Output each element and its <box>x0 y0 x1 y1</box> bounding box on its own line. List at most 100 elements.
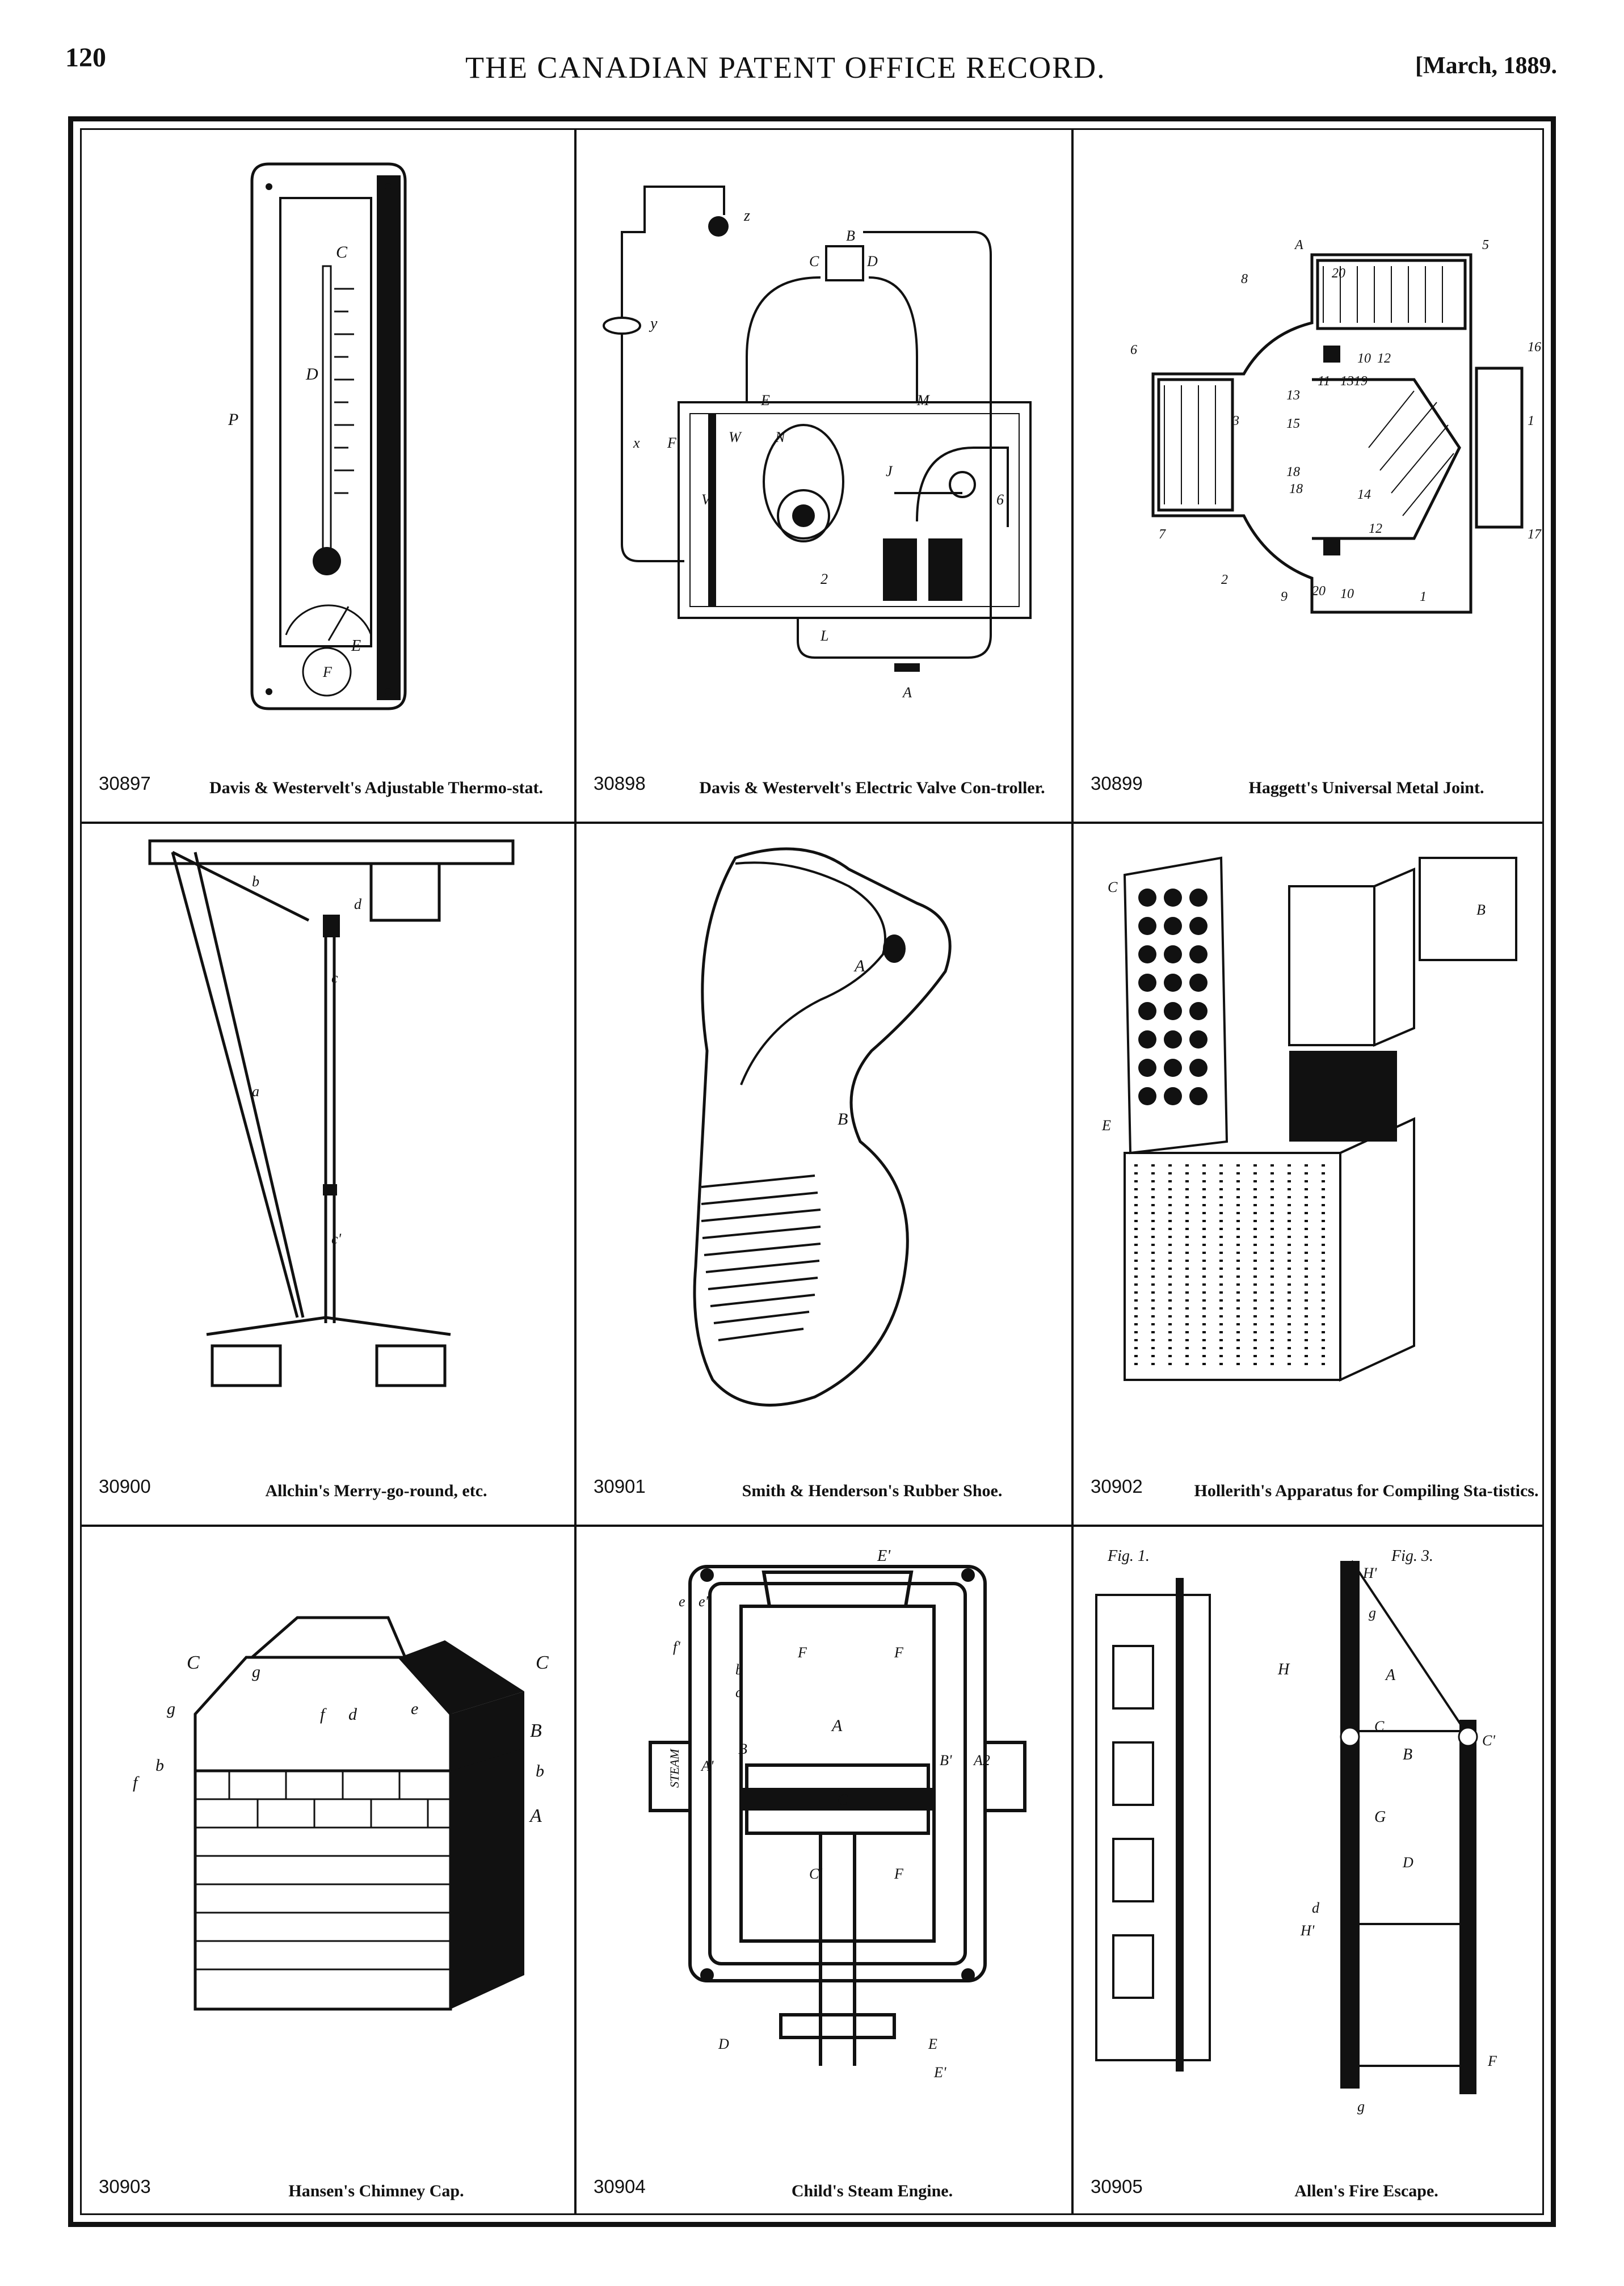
svg-text:3: 3 <box>1232 414 1239 428</box>
svg-text:f': f' <box>673 1639 680 1655</box>
svg-text:d: d <box>354 896 362 912</box>
svg-text:5: 5 <box>1482 238 1489 252</box>
patent-title: Davis & Westervelt's Electric Valve Con-… <box>699 778 1045 797</box>
svg-text:D: D <box>305 365 318 384</box>
patent-title: Hollerith's Apparatus for Compiling Sta-… <box>1194 1481 1539 1500</box>
patent-title: Hansen's Chimney Cap. <box>288 2182 464 2200</box>
patent-caption: 30901 Smith & Henderson's Rubber Shoe. <box>594 1476 1054 1502</box>
svg-text:13: 13 <box>1286 388 1300 403</box>
patent-cell-30900: b d c a c' 30900 Allchin's Merry-go-roun… <box>82 824 574 1525</box>
svg-text:H': H' <box>1300 1922 1315 1939</box>
svg-text:b: b <box>735 1661 743 1678</box>
svg-text:F: F <box>322 664 333 680</box>
patent-figure-frame: C D P E F 30897 Davis & Westervelt's Adj… <box>68 116 1556 2227</box>
patent-cell-30897: C D P E F 30897 Davis & Westervelt's Adj… <box>82 130 574 822</box>
patent-number: 30899 <box>1091 773 1143 794</box>
issue-date: [March, 1889. <box>1415 53 1557 79</box>
svg-text:A: A <box>902 684 912 701</box>
svg-text:e: e <box>679 1593 685 1610</box>
svg-text:11: 11 <box>1318 374 1330 389</box>
svg-text:A: A <box>831 1716 843 1735</box>
svg-text:E: E <box>928 2036 937 2052</box>
svg-text:C': C' <box>809 1866 822 1882</box>
svg-text:20: 20 <box>1312 584 1326 599</box>
svg-text:c': c' <box>331 1231 342 1247</box>
merry-go-round-illustration: b d c a c' <box>82 824 574 1439</box>
svg-text:1319: 1319 <box>1340 374 1368 389</box>
svg-text:A: A <box>529 1805 542 1826</box>
thermostat-drawing: C D P E F <box>228 162 407 710</box>
svg-text:D: D <box>866 253 878 270</box>
svg-text:12: 12 <box>1377 351 1391 366</box>
patent-caption: 30897 Davis & Westervelt's Adjustable Th… <box>99 773 557 799</box>
valve-controller-drawing: z y B C D E M W N F x V 2 L A J 6 <box>603 186 1032 701</box>
svg-text:C: C <box>187 1652 200 1673</box>
svg-text:C: C <box>838 1791 848 1809</box>
svg-text:M: M <box>916 392 930 409</box>
svg-text:g: g <box>252 1662 260 1681</box>
svg-text:E: E <box>1101 1117 1111 1134</box>
svg-text:10: 10 <box>1340 587 1354 601</box>
svg-text:STEAM: STEAM <box>667 1748 681 1788</box>
patent-caption: 30902 Hollerith's Apparatus for Compilin… <box>1091 1476 1546 1502</box>
svg-text:c: c <box>735 1684 742 1700</box>
patent-caption: 30903 Hansen's Chimney Cap. <box>99 2176 557 2202</box>
svg-text:10: 10 <box>1357 351 1371 366</box>
svg-text:e': e' <box>699 1593 709 1610</box>
svg-text:g: g <box>1369 1605 1376 1621</box>
svg-text:b: b <box>252 873 259 890</box>
svg-text:F: F <box>667 435 677 451</box>
svg-text:V: V <box>701 491 712 508</box>
compiling-apparatus-illustration: C E B <box>1074 824 1563 1439</box>
svg-text:18: 18 <box>1286 465 1300 479</box>
svg-text:E': E' <box>933 2064 946 2081</box>
patent-caption: 30904 Child's Steam Engine. <box>594 2176 1054 2202</box>
patent-caption: 30899 Haggett's Universal Metal Joint. <box>1091 773 1546 799</box>
patent-title: Allen's Fire Escape. <box>1294 2182 1438 2200</box>
rubber-shoe-drawing: A B <box>693 847 952 1407</box>
grid-divider <box>82 1525 1542 1527</box>
svg-text:B: B <box>1403 1746 1412 1763</box>
svg-text:8: 8 <box>1241 272 1248 287</box>
svg-text:C': C' <box>1482 1732 1495 1749</box>
svg-text:z: z <box>743 207 750 225</box>
svg-text:C: C <box>336 243 348 262</box>
patent-title: Child's Steam Engine. <box>791 2182 953 2200</box>
svg-text:F: F <box>1487 2053 1497 2069</box>
svg-text:d: d <box>1312 1900 1320 1916</box>
patent-title: Davis & Westervelt's Adjustable Thermo-s… <box>209 778 544 797</box>
patent-number: 30902 <box>1091 1476 1143 1497</box>
svg-text:Fig. 3.: Fig. 3. <box>1391 1547 1433 1565</box>
patent-cell-30902: C E B 30902 Hollerith's Apparatus for Co… <box>1074 824 1563 1525</box>
patent-number: 30897 <box>99 773 151 794</box>
svg-text:B: B <box>838 1110 848 1129</box>
svg-text:H: H <box>1277 1661 1290 1678</box>
patent-cell-30901: A B 30901 Smith & Henderson's Rubber Sho… <box>577 824 1071 1525</box>
svg-text:C: C <box>1374 1718 1385 1735</box>
svg-text:H': H' <box>1362 1565 1377 1581</box>
patent-cell-30898: z y B C D E M W N F x V 2 L A J 6 30898 … <box>577 130 1071 822</box>
svg-text:9: 9 <box>1281 590 1288 604</box>
svg-text:A2: A2 <box>973 1752 990 1769</box>
patent-caption: 30905 Allen's Fire Escape. <box>1091 2176 1546 2202</box>
svg-text:a: a <box>252 1083 259 1100</box>
svg-text:W: W <box>729 429 742 445</box>
svg-text:g: g <box>167 1699 175 1718</box>
svg-text:N: N <box>775 429 786 445</box>
svg-text:A: A <box>1385 1666 1396 1684</box>
patent-number: 30901 <box>594 1476 646 1497</box>
svg-text:Fig. 1.: Fig. 1. <box>1107 1547 1150 1565</box>
svg-text:6: 6 <box>996 491 1004 508</box>
svg-text:A: A <box>853 957 865 975</box>
svg-text:F: F <box>894 1644 904 1661</box>
patent-number: 30898 <box>594 773 646 794</box>
svg-text:D: D <box>718 2036 729 2052</box>
svg-text:16: 16 <box>1528 340 1541 355</box>
svg-text:C: C <box>809 253 819 270</box>
